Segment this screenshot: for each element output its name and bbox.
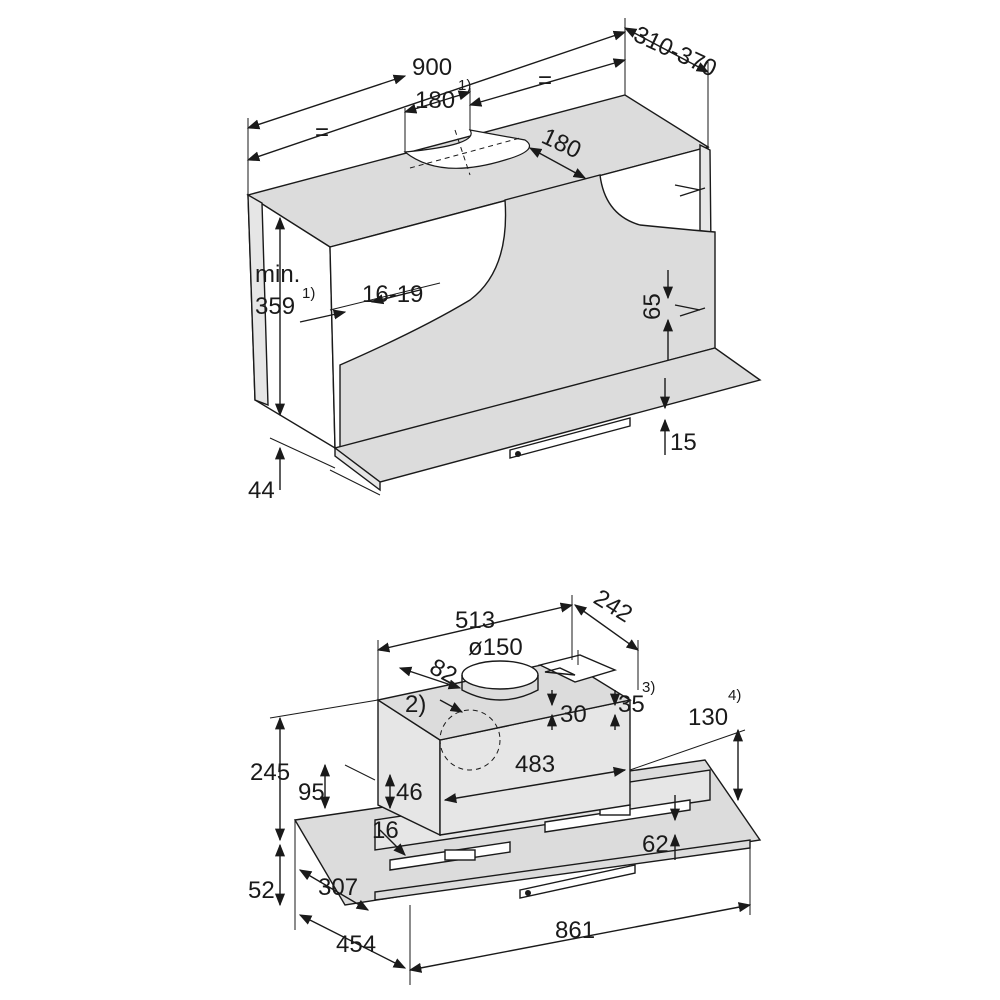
label-242: 242 [589,584,637,628]
hood-handle [509,417,631,459]
label-900: 900 [412,54,452,81]
label-180-offset: 180 [415,87,455,114]
label-65: 65 [639,293,666,320]
label-130: 130 [688,704,728,731]
label-note-2: 2) [405,691,426,718]
label-62: 62 [642,831,669,858]
mounting-brackets [674,184,706,317]
hood-plate-edge [334,446,381,492]
label-513: 513 [455,607,495,634]
label-861: 861 [555,917,595,944]
label-16: 16 [372,817,399,844]
label-equal-right: = [538,67,552,94]
latch-left [444,849,476,861]
label-180-offset-note: 1) [458,77,471,94]
label-note-4: 4) [728,687,741,704]
duct-collar-body [461,675,539,701]
label-35: 35 [618,691,645,718]
bottom-handle-knob [525,890,531,896]
label-note-3: 3) [642,679,655,696]
electronics-box [537,654,618,683]
label-15: 15 [670,429,697,456]
label-454: 454 [336,931,376,958]
handle-knob [515,451,521,457]
front-panel [339,174,716,449]
bottom-handle [519,864,636,899]
label-52: 52 [248,877,275,904]
label-483: 483 [515,751,555,778]
top-dimension-lines [246,18,710,496]
label-30: 30 [560,701,587,728]
cabinet-diagram [246,94,762,492]
label-95: 95 [298,779,325,806]
bottom-dimension-lines [269,595,752,985]
duct-collar-top [461,660,539,690]
label-245: 245 [250,759,290,786]
label-150: ø150 [468,634,523,661]
label-min: min. [255,261,300,288]
label-equal-left: = [315,119,329,146]
label-307: 307 [318,874,358,901]
label-44: 44 [248,477,275,504]
label-359: 359 [255,293,295,320]
label-310-370: 310-370 [629,21,720,83]
label-46: 46 [396,779,423,806]
label-16-19: 16-19 [362,281,423,308]
chassis-slot-right [544,799,691,833]
left-wall-edge [247,193,269,407]
label-359-note: 1) [302,285,315,302]
